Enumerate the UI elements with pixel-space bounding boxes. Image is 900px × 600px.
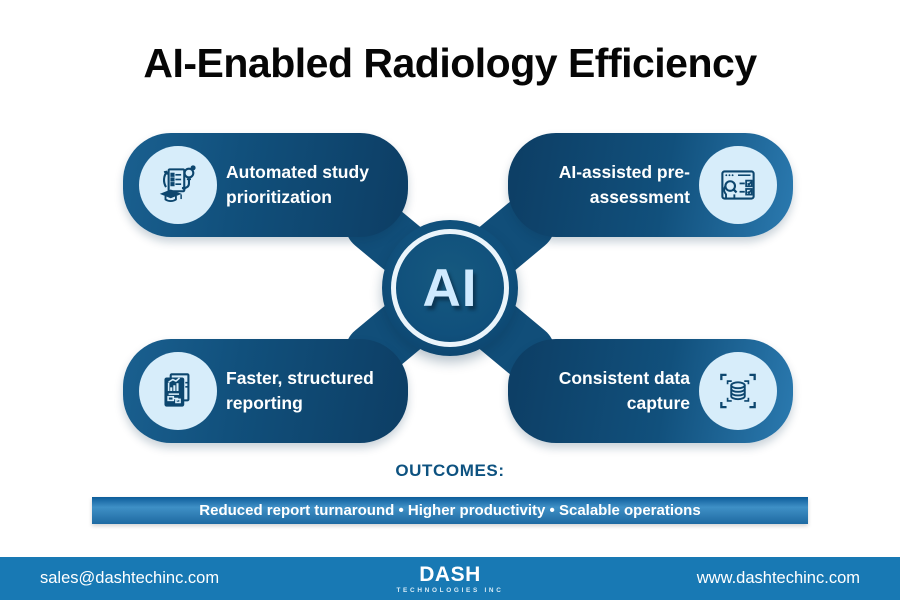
dash-logo-tagline: TECHNOLOGIES INC: [396, 586, 504, 594]
icon-circle: [139, 146, 217, 224]
pre-assessment-icon: [721, 170, 755, 200]
outcomes-banner: Reduced report turnaround • Higher produ…: [92, 497, 808, 524]
feature-label: AI-assisted pre-assessment: [558, 162, 690, 207]
icon-circle: [699, 146, 777, 224]
structured-reporting-icon: [164, 373, 190, 407]
data-capture-icon: [720, 373, 756, 409]
feature-label: Consistent data capture: [558, 368, 690, 413]
ai-hub-label: AI: [422, 258, 478, 318]
feature-pill-consistent-data-capture: Consistent data capture: [508, 339, 793, 443]
dash-logo: DASH TECHNOLOGIES INC: [396, 563, 503, 593]
ai-hub-ring: AI: [391, 229, 509, 347]
feature-pill-ai-assisted-pre-assessment: AI-assisted pre-assessment: [508, 133, 793, 237]
footer-bar: sales@dashtechinc.com DASH TECHNOLOGIES …: [0, 557, 900, 600]
study-prioritization-icon: [159, 165, 196, 202]
feature-label: Automated study prioritization: [226, 162, 369, 207]
icon-circle: [139, 352, 217, 430]
dash-logo-name: DASH: [419, 562, 481, 586]
footer-email-link[interactable]: sales@dashtechinc.com: [40, 569, 220, 587]
feature-label: Faster, structured reporting: [226, 368, 374, 413]
ai-hub-circle: AI: [382, 220, 518, 356]
footer-website-link[interactable]: www.dashtechinc.com: [696, 569, 860, 587]
outcomes-heading: OUTCOMES:: [395, 461, 505, 480]
feature-pill-automated-study-prioritization: Automated study prioritization: [123, 133, 408, 237]
page-title: AI-Enabled Radiology Efficiency: [143, 40, 757, 86]
icon-circle: [699, 352, 777, 430]
feature-pill-faster-structured-reporting: Faster, structured reporting: [123, 339, 408, 443]
